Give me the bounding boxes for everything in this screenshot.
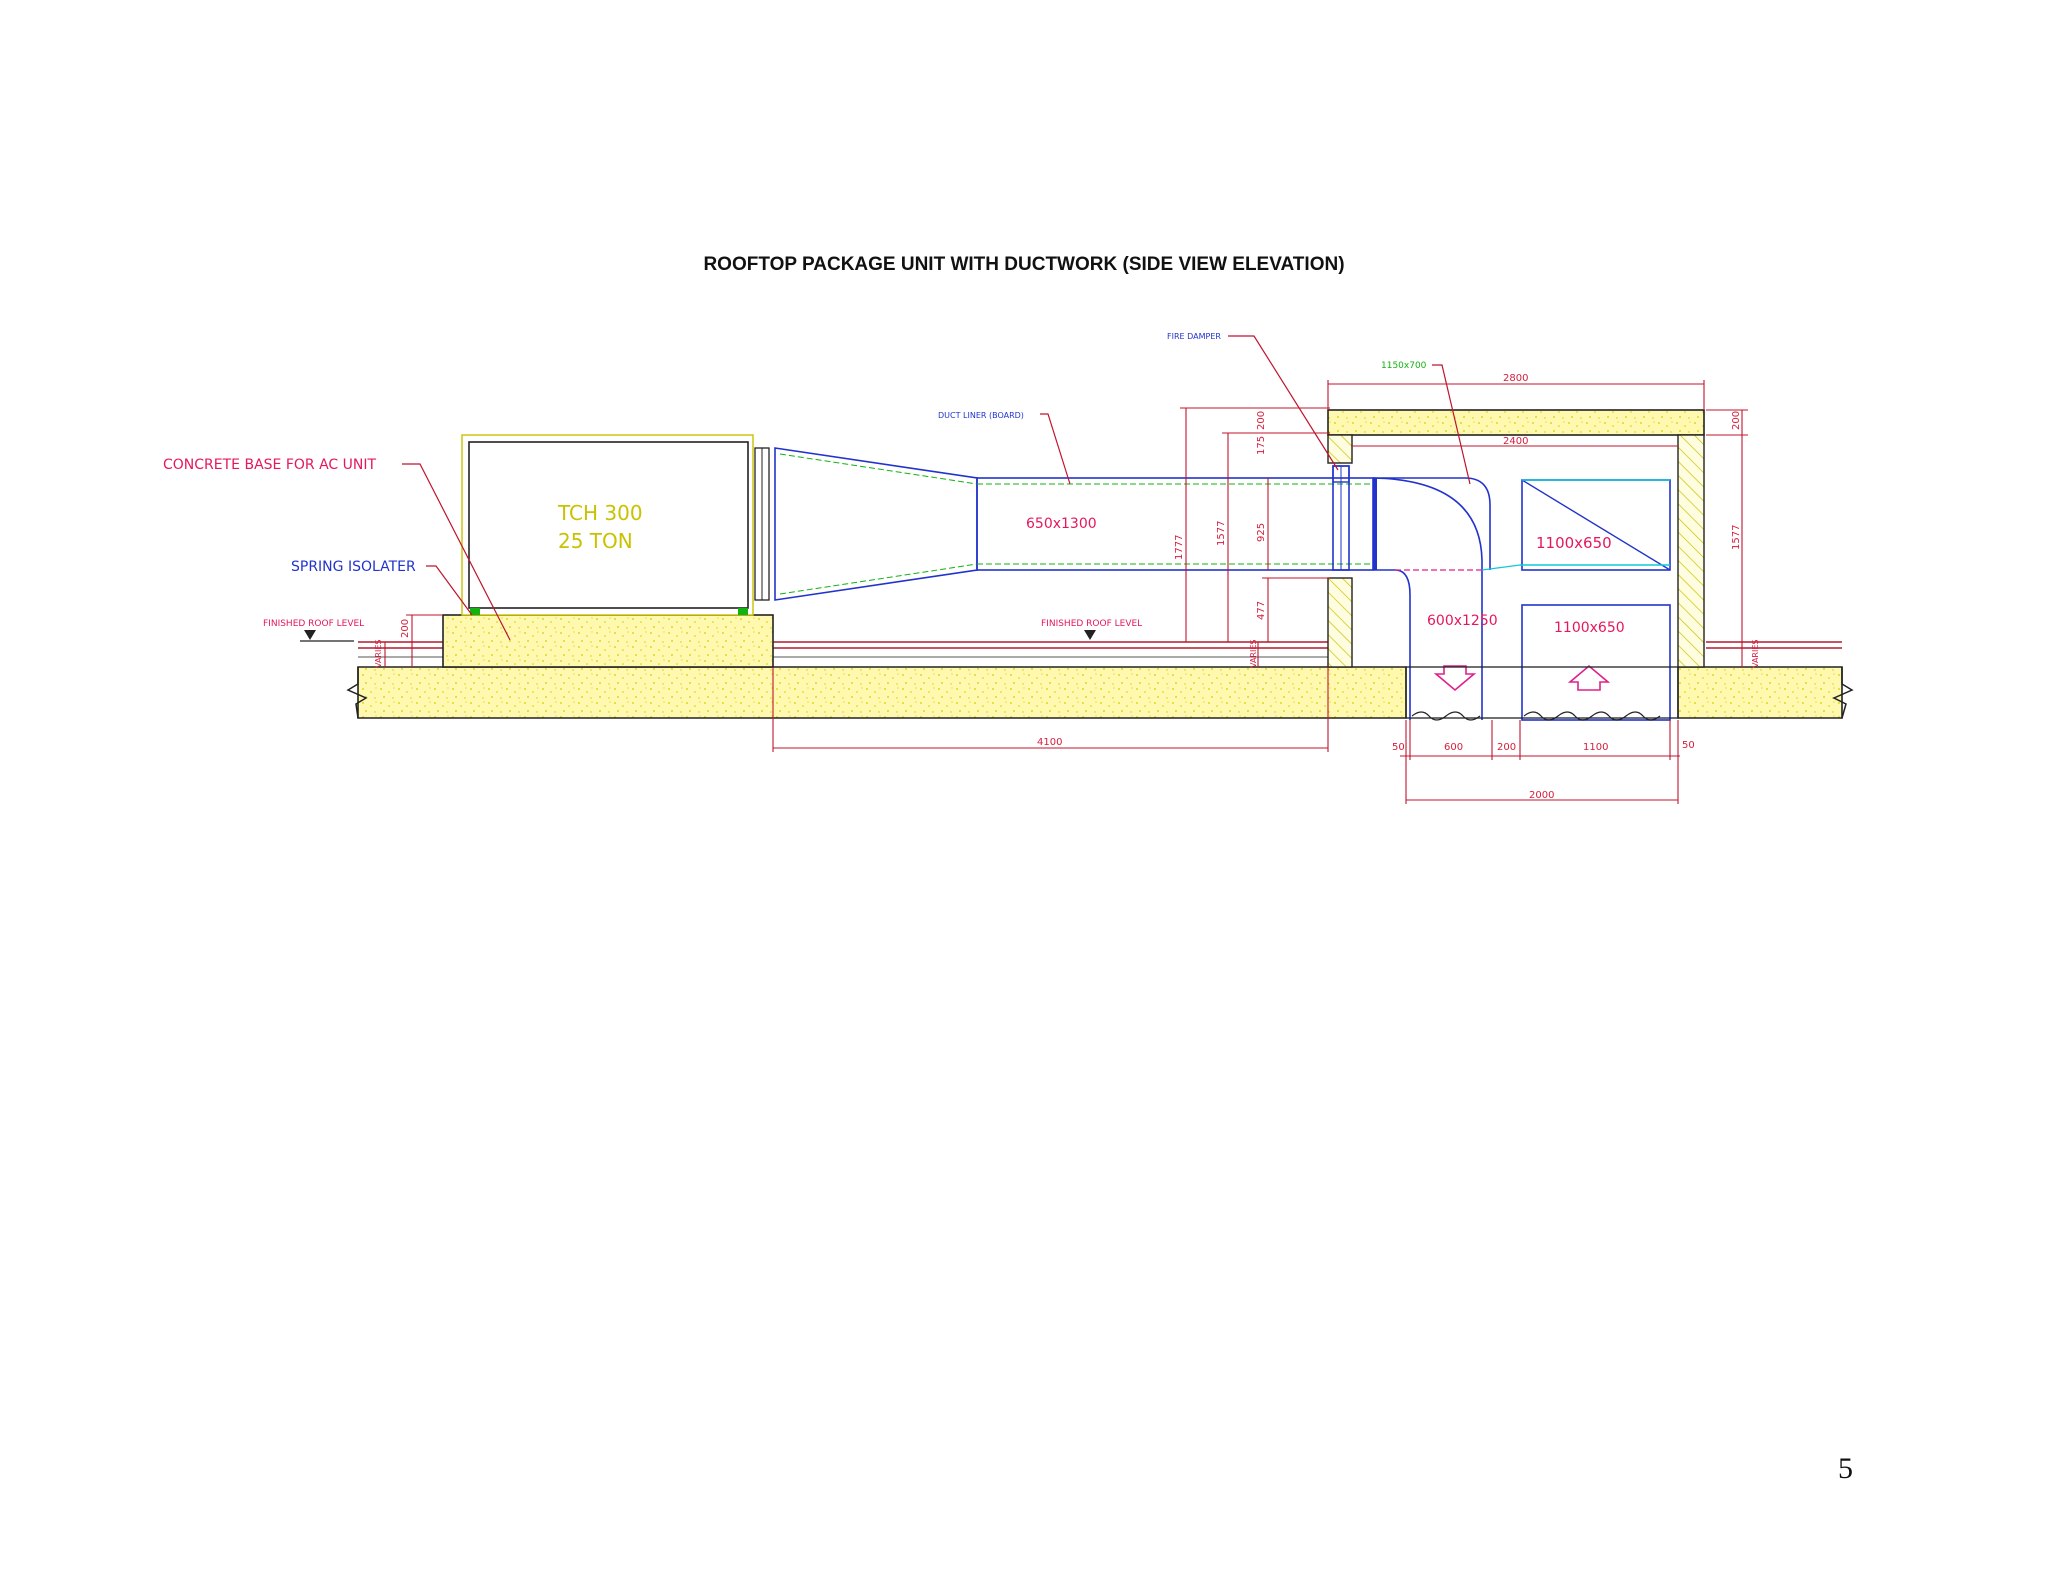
dim-4100: 4100 bbox=[1037, 737, 1062, 748]
roof-level-marker-left bbox=[304, 630, 316, 640]
dim-200-top-left: 200 bbox=[1256, 411, 1267, 430]
duct-sleeve bbox=[1405, 666, 1679, 719]
finished-roof-level-mid: FINISHED ROOF LEVEL bbox=[1041, 619, 1142, 629]
dim-1777: 1777 bbox=[1174, 535, 1185, 560]
page-number: 5 bbox=[1838, 1452, 1853, 1485]
leader-lines bbox=[300, 335, 1471, 642]
page-title: ROOFTOP PACKAGE UNIT WITH DUCTWORK (SIDE… bbox=[703, 254, 1345, 275]
dim-1577-left: 1577 bbox=[1216, 521, 1227, 546]
rooftop-unit: TCH 300 25 TON bbox=[461, 434, 770, 616]
dim-varies-mid: VARIES bbox=[1249, 640, 1258, 668]
main-duct-size: 650x1300 bbox=[1026, 516, 1097, 532]
dim-2800: 2800 bbox=[1503, 373, 1528, 384]
concrete-base bbox=[442, 614, 774, 668]
duct-liner-label: DUCT LINER (BOARD) bbox=[938, 411, 1024, 420]
dim-1100: 1100 bbox=[1583, 742, 1608, 753]
unit-capacity-text: 25 TON bbox=[558, 529, 633, 553]
dim-2000: 2000 bbox=[1529, 790, 1554, 801]
duct-1150x700-label: 1150x700 bbox=[1381, 361, 1427, 371]
return-lower-size: 1100x650 bbox=[1554, 620, 1625, 636]
dim-200-bottom: 200 bbox=[1497, 742, 1516, 753]
dim-varies-left: VARIES bbox=[374, 640, 383, 668]
return-duct: 1100x650 1100x650 bbox=[1520, 479, 1671, 721]
dim-varies-right: VARIES bbox=[1751, 640, 1760, 668]
dimension-lines bbox=[384, 380, 1748, 804]
parapet-walls bbox=[1327, 409, 1705, 668]
dim-50-left: 50 bbox=[1392, 742, 1405, 753]
dim-175: 175 bbox=[1256, 436, 1267, 455]
dim-477: 477 bbox=[1256, 601, 1267, 620]
dim-200-top-right: 200 bbox=[1731, 411, 1742, 430]
return-upper-size: 1100x650 bbox=[1536, 534, 1612, 552]
transition-duct bbox=[774, 447, 978, 601]
supply-elbow-duct: 600x1250 bbox=[1372, 477, 1521, 721]
dim-925: 925 bbox=[1256, 523, 1267, 542]
fire-damper bbox=[1332, 465, 1350, 571]
unit-model-text: TCH 300 bbox=[557, 501, 643, 525]
finished-roof-level-left: FINISHED ROOF LEVEL bbox=[263, 619, 364, 629]
dim-1577-right: 1577 bbox=[1731, 525, 1742, 550]
roof-level-marker-mid bbox=[1084, 630, 1096, 640]
concrete-base-label: CONCRETE BASE FOR AC UNIT bbox=[163, 457, 376, 473]
dim-50-right: 50 bbox=[1682, 740, 1695, 751]
dim-200-base: 200 bbox=[400, 619, 411, 638]
dim-2400: 2400 bbox=[1503, 436, 1528, 447]
roof-slab bbox=[346, 641, 1854, 719]
dim-600: 600 bbox=[1444, 742, 1463, 753]
fire-damper-label: FIRE DAMPER bbox=[1167, 332, 1221, 341]
spring-isolater-label: SPRING ISOLATER bbox=[291, 559, 416, 575]
supply-drop-size: 600x1250 bbox=[1427, 613, 1498, 629]
